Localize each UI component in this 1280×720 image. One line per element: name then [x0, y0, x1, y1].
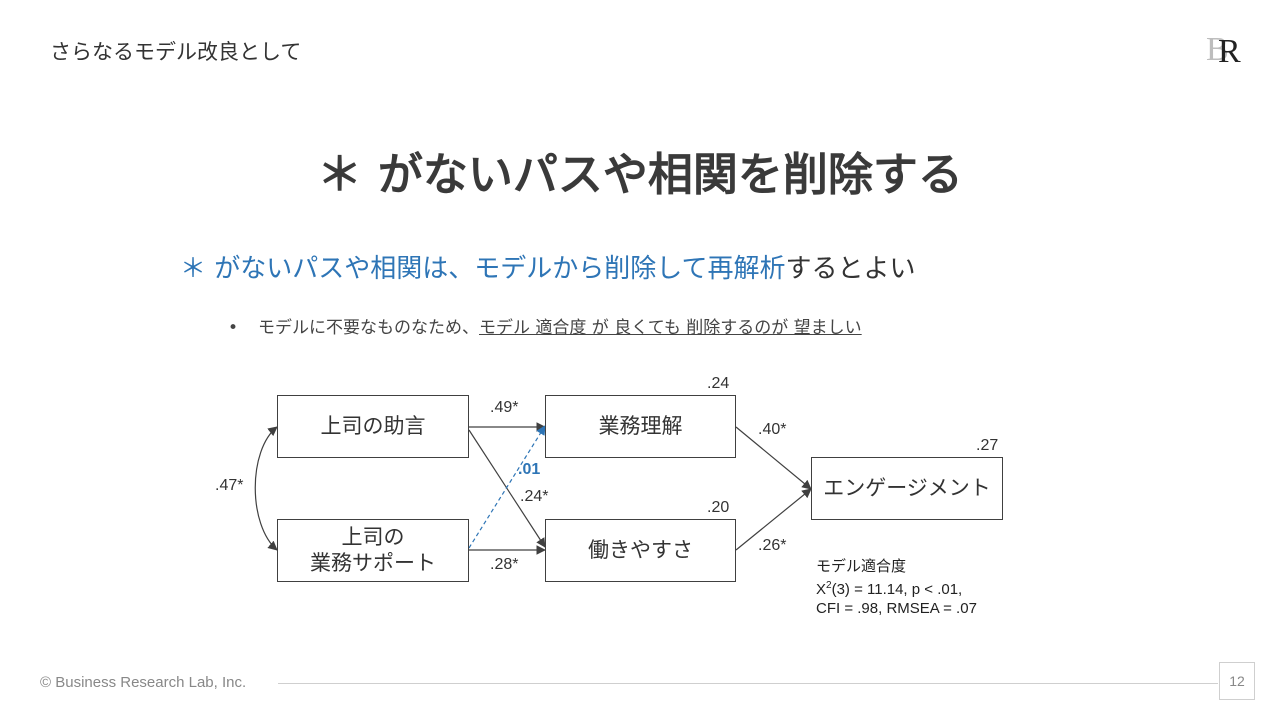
node-workability-label: 働きやすさ: [588, 537, 693, 562]
r2-engagement: .27: [976, 437, 999, 454]
company-logo: B R: [1206, 31, 1241, 70]
node-support-label-1: 上司の: [341, 525, 405, 550]
r2-workability: .20: [707, 499, 730, 516]
bullet-plain-text: モデルに不要なものなため、: [258, 318, 479, 338]
path-workability-engagement: [735, 488, 812, 551]
subtitle: ＊ がないパスや相関は、モデルから削除して再解析するとよい: [180, 248, 916, 285]
coef-support-understanding: .01: [518, 461, 541, 478]
svg-text:B: B: [1206, 31, 1229, 68]
coef-advice-workability: .24*: [520, 488, 549, 505]
node-advice-label: 上司の助言: [320, 413, 426, 438]
path-advice-workability: [468, 429, 546, 548]
copyright: © Business Research Lab, Inc.: [40, 674, 247, 691]
node-understanding-label: 業務理解: [598, 413, 683, 438]
subtitle-highlight: ＊ がないパスや相関は、モデルから削除して再解析: [180, 254, 786, 284]
model-fit-title: モデル適合度: [816, 557, 907, 575]
node-engagement-label: エンゲージメント: [823, 475, 991, 500]
node-workability: 働きやすさ: [545, 519, 736, 582]
bullet-marker: •: [228, 318, 239, 338]
correlation-arrow: [254, 426, 278, 551]
path-understanding-engagement: [735, 426, 812, 490]
path-support-understanding: [468, 425, 546, 549]
node-advice: 上司の助言: [277, 395, 469, 458]
main-title: ＊ がないパスや相関を削除する: [317, 148, 963, 201]
node-understanding: 業務理解: [545, 395, 736, 458]
coef-understanding-engagement: .40*: [758, 421, 787, 438]
svg-text:R: R: [1218, 33, 1241, 70]
bullet-item: • モデルに不要なものなため、モデル 適合度 が 良くても 削除するのが 望ましい: [228, 313, 862, 338]
coef-support-workability: .28*: [490, 556, 519, 573]
model-fit-chi: X2(3) = 11.14, p < .01,: [816, 580, 963, 598]
bullet-underlined-text: モデル 適合度 が 良くても 削除するのが 望ましい: [479, 318, 862, 338]
node-support: 上司の業務サポート: [277, 519, 469, 582]
footer-divider: [278, 683, 1218, 684]
r2-understanding: .24: [707, 375, 730, 392]
coef-advice-understanding: .49*: [490, 399, 519, 416]
node-engagement: エンゲージメント: [811, 457, 1003, 520]
page-number: 12: [1219, 662, 1255, 700]
model-fit-box: モデル適合度 X2(3) = 11.14, p < .01, CFI = .98…: [816, 557, 977, 618]
subtitle-rest: するとよい: [785, 254, 916, 284]
section-title: さらなるモデル改良として: [50, 40, 302, 64]
model-fit-indices: CFI = .98, RMSEA = .07: [816, 600, 977, 617]
coef-correlation: .47*: [215, 477, 244, 494]
coef-workability-engagement: .26*: [758, 537, 787, 554]
node-support-label-2: 業務サポート: [310, 550, 436, 575]
